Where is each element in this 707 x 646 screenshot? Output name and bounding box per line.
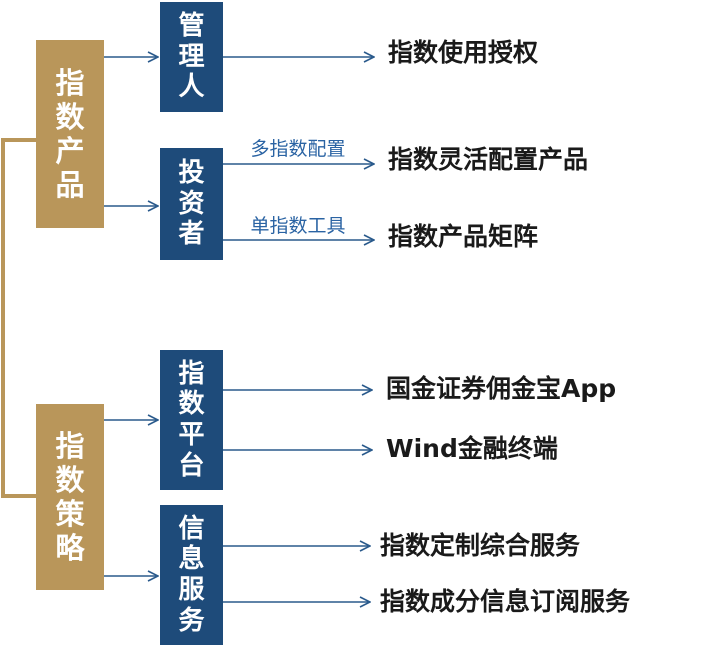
target-wind: Wind金融终端	[386, 434, 558, 463]
role-manager: 管理人	[160, 2, 223, 112]
role-platform-label: 指数平台	[178, 358, 205, 481]
category-products: 指数产品	[36, 40, 104, 228]
category-bracket	[1, 138, 36, 498]
target-license: 指数使用授权	[388, 38, 539, 67]
target-constituent-subscription: 指数成分信息订阅服务	[380, 587, 631, 616]
target-product-matrix: 指数产品矩阵	[388, 222, 539, 251]
role-platform: 指数平台	[160, 350, 223, 490]
edge-label-multi-index: 多指数配置	[250, 138, 346, 160]
target-guojin-app: 国金证券佣金宝App	[386, 374, 617, 403]
role-investor: 投资者	[160, 148, 223, 260]
edge-label-single-index: 单指数工具	[250, 215, 346, 237]
category-strategy: 指数策略	[36, 404, 104, 590]
role-info-service-label: 信息服务	[178, 513, 205, 636]
target-flexible-products: 指数灵活配置产品	[388, 145, 589, 174]
role-manager-label: 管理人	[178, 10, 205, 103]
category-products-label: 指数产品	[55, 65, 85, 203]
target-custom-service: 指数定制综合服务	[380, 531, 581, 560]
role-info-service: 信息服务	[160, 505, 223, 645]
category-strategy-label: 指数策略	[55, 428, 85, 566]
role-investor-label: 投资者	[178, 157, 205, 250]
